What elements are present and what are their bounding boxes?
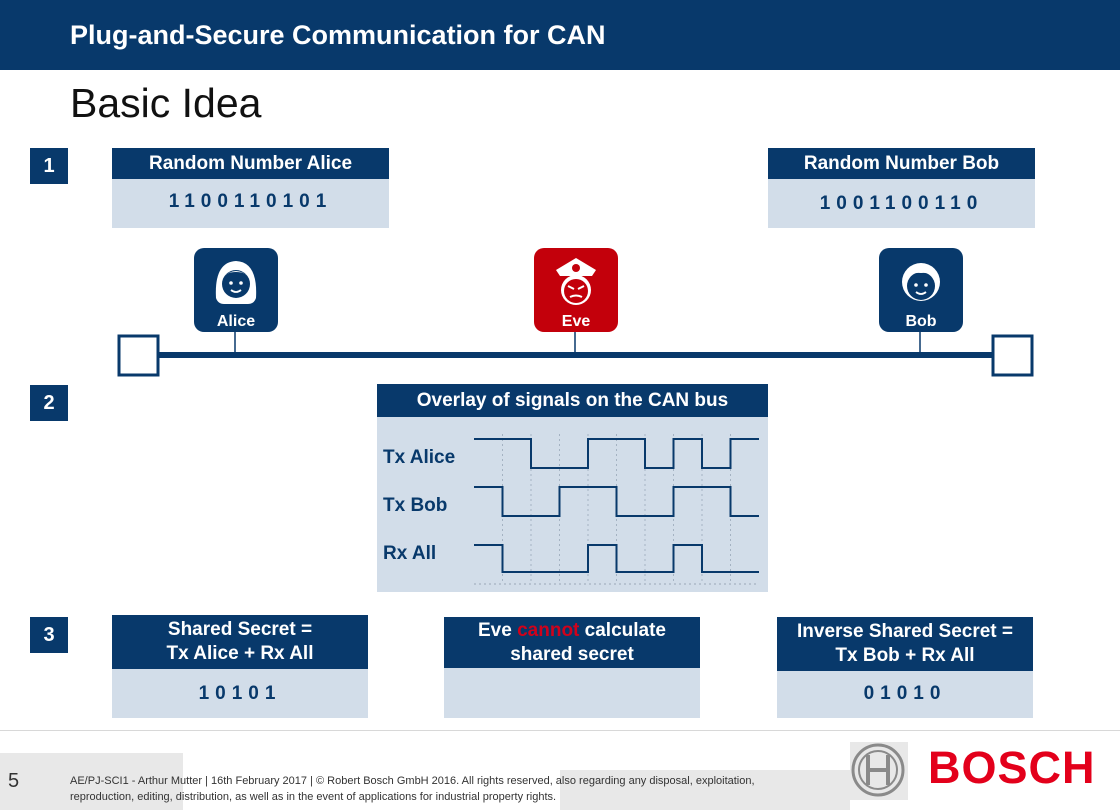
- bob-random-heading: Random Number Bob: [768, 148, 1035, 179]
- inverse-secret-box: Inverse Shared Secret = Tx Bob + Rx All …: [777, 617, 1033, 718]
- signal-waveforms: [474, 434, 759, 585]
- woman-face-icon: [215, 261, 257, 304]
- page-number: 5: [8, 770, 20, 792]
- can-bus-diagram: [117, 330, 1034, 377]
- step-2-badge: 2: [30, 385, 68, 421]
- slide-title: Basic Idea: [70, 80, 262, 126]
- footer-page-bg: [0, 753, 183, 810]
- shared-secret-box: Shared Secret = Tx Alice + Rx All 10101: [112, 615, 368, 718]
- step-1-badge: 1: [30, 148, 68, 184]
- bob-node: Bob: [879, 248, 963, 332]
- signal-label-tx-alice: Tx Alice: [383, 447, 456, 468]
- bus-terminator-right: [991, 334, 1034, 377]
- shared-secret-heading: Shared Secret = Tx Alice + Rx All: [112, 615, 368, 669]
- eve-result-prefix: Eve: [478, 619, 518, 641]
- bosch-armature-logo: [851, 743, 905, 797]
- waveform-tx-bob: [474, 486, 759, 517]
- alice-random-box: Random Number Alice 1100110101: [112, 148, 389, 228]
- eve-result-line1: Eve cannot calculate: [478, 619, 666, 643]
- inverse-secret-heading: Inverse Shared Secret = Tx Bob + Rx All: [777, 617, 1033, 671]
- inverse-secret-line1: Inverse Shared Secret =: [797, 621, 1013, 642]
- bosch-wordmark: BOSCH: [928, 742, 1096, 793]
- shared-secret-bits: 10101: [198, 683, 282, 704]
- alice-label: Alice: [216, 313, 256, 330]
- signal-overlay-panel: Overlay of signals on the CAN bus Tx Ali…: [377, 384, 768, 592]
- waveform-rx-all: [474, 544, 759, 573]
- eve-node: Eve: [534, 248, 618, 332]
- signal-overlay-heading: Overlay of signals on the CAN bus: [377, 384, 768, 417]
- inverse-secret-bits: 01010: [863, 683, 947, 704]
- man-face-icon: [902, 263, 940, 301]
- step-3-badge: 3: [30, 617, 68, 653]
- eve-cannot-text: cannot: [517, 619, 580, 641]
- alice-random-bits: 1100110101: [168, 191, 333, 212]
- eve-result-box: Eve cannot calculate shared secret: [444, 617, 700, 718]
- bob-label: Bob: [905, 313, 937, 330]
- header-bar: [0, 0, 1120, 70]
- waveform-tx-alice: [474, 438, 759, 469]
- shared-secret-line1: Shared Secret =: [167, 619, 313, 640]
- attacker-face-icon: [556, 258, 596, 305]
- eve-result-heading: Eve cannot calculate shared secret: [444, 617, 700, 668]
- alice-node: Alice: [194, 248, 278, 332]
- footer-copyright: AE/PJ-SCI1 - Arthur Mutter | 16th Februa…: [70, 775, 755, 803]
- signal-label-rx-all: Rx All: [383, 543, 437, 564]
- eve-label: Eve: [561, 313, 591, 330]
- eve-result-line2: shared secret: [510, 643, 634, 665]
- inverse-secret-line2: Tx Bob + Rx All: [835, 645, 975, 666]
- eve-result-suffix: calculate: [579, 619, 666, 641]
- bus-terminator-left: [117, 334, 160, 377]
- alice-random-heading: Random Number Alice: [112, 148, 389, 179]
- header-title: Plug-and-Secure Communication for CAN: [70, 20, 606, 50]
- shared-secret-line2: Tx Alice + Rx All: [166, 643, 314, 664]
- footer-divider: [0, 730, 1120, 731]
- footer-band: [560, 770, 850, 810]
- bob-random-bits: 1001100110: [819, 193, 984, 214]
- signal-label-tx-bob: Tx Bob: [383, 495, 448, 516]
- bob-random-box: Random Number Bob 1001100110: [768, 148, 1035, 228]
